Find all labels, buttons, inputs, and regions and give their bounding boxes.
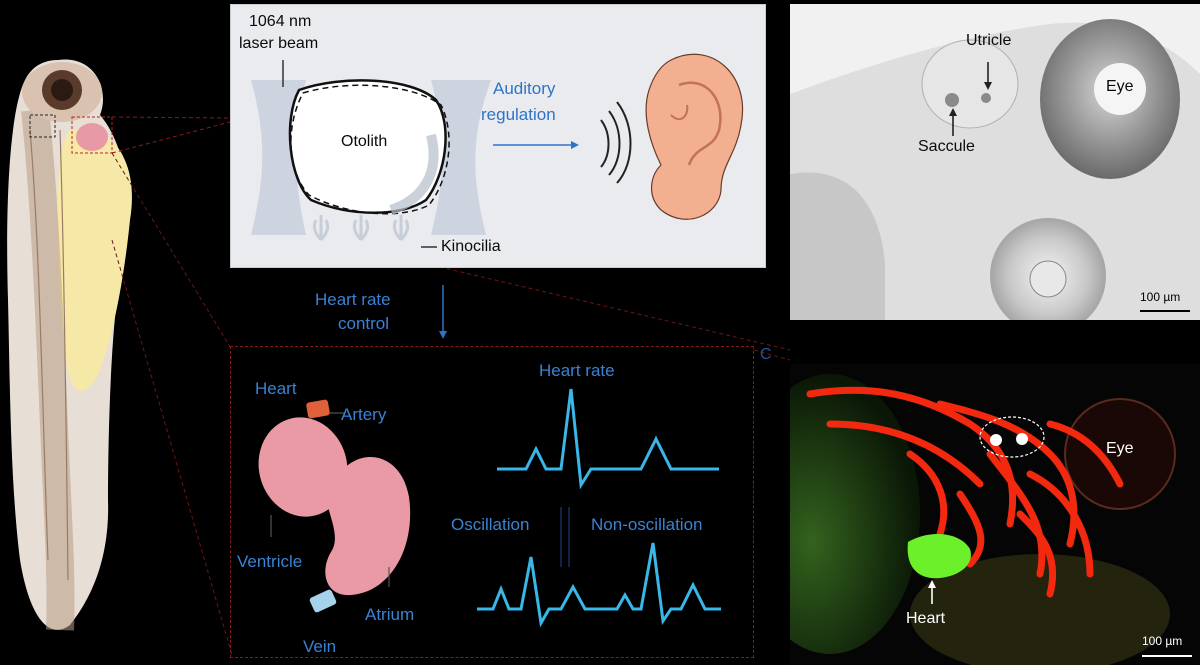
- atrium-label: Atrium: [365, 605, 415, 624]
- eye-label-bottom: Eye: [1106, 440, 1134, 457]
- eye-label-top: Eye: [1106, 78, 1134, 95]
- hair-cells: [312, 215, 410, 241]
- otolith-shape: [288, 79, 447, 214]
- oscillation-label: Oscillation: [451, 515, 530, 534]
- saccule-label: Saccule: [918, 138, 975, 155]
- laser-beam-right: [431, 80, 491, 235]
- artery-shape: [306, 399, 330, 419]
- vein-shape: [309, 589, 337, 613]
- utricle-label: Utricle: [966, 32, 1012, 49]
- heart-rate-control-line1: Heart rate: [315, 290, 391, 309]
- ear-region-box: [29, 114, 56, 138]
- eye-outline-bottom: [1064, 398, 1176, 510]
- heart-label: Heart: [255, 379, 297, 398]
- auditory-label-line1: Auditory: [493, 79, 556, 98]
- scale-bar-label-top: 100 µm: [1140, 290, 1181, 304]
- ecg-trace-bottom: [477, 542, 721, 628]
- zebrafish-larva-illustration: [7, 59, 132, 631]
- heart-rate-title: Heart rate: [539, 361, 615, 380]
- heart-green-blob: [907, 533, 971, 579]
- yolk-sac: [57, 128, 132, 391]
- otolith-panel: 1064 nm laser beam Otolith Auditory regu…: [230, 4, 766, 268]
- down-arrow-icon: [439, 285, 447, 339]
- utricle-dot: [981, 93, 991, 103]
- heart-rate-control-line2: control: [338, 314, 390, 333]
- otolith-dot-left: [990, 434, 1002, 446]
- otolith-label: Otolith: [341, 133, 388, 150]
- sound-waves: [600, 101, 632, 184]
- artery-label: Artery: [341, 405, 387, 424]
- ventricle-shape: [258, 417, 348, 517]
- heart-region-box: [71, 116, 113, 154]
- laser-label-line2: laser beam: [239, 35, 319, 52]
- otic-vesicle: [921, 39, 1019, 129]
- auditory-label-line2: regulation: [481, 105, 556, 124]
- ecg-trace-top: [497, 388, 719, 490]
- otolith-circle: [979, 416, 1045, 458]
- heart-panel: Heart Artery Ventricle Atrium Vein Heart…: [230, 346, 754, 658]
- fluorescence-micrograph: Eye Heart 100 µm: [790, 364, 1200, 665]
- non-oscillation-label: Non-oscillation: [591, 515, 703, 534]
- scale-bar-label-bottom: 100 µm: [1142, 634, 1183, 648]
- vein-label: Vein: [303, 637, 337, 656]
- saccule-dot: [945, 93, 959, 107]
- kinocilia-label: Kinocilia: [441, 238, 501, 255]
- panel-letter-c: C: [760, 346, 772, 363]
- laser-label-line1: 1064 nm: [249, 13, 312, 30]
- spinal-band: [21, 108, 75, 631]
- otolith-dot-right: [1016, 433, 1028, 445]
- ear-illustration: [645, 53, 744, 220]
- ventricle-label: Ventricle: [237, 552, 303, 571]
- atrium-shape: [325, 457, 411, 596]
- heart-label-photo: Heart: [906, 610, 946, 627]
- inner-ear-micrograph: Utricle Saccule Eye 100 µm: [790, 4, 1200, 320]
- blood-vessels: [806, 386, 1124, 598]
